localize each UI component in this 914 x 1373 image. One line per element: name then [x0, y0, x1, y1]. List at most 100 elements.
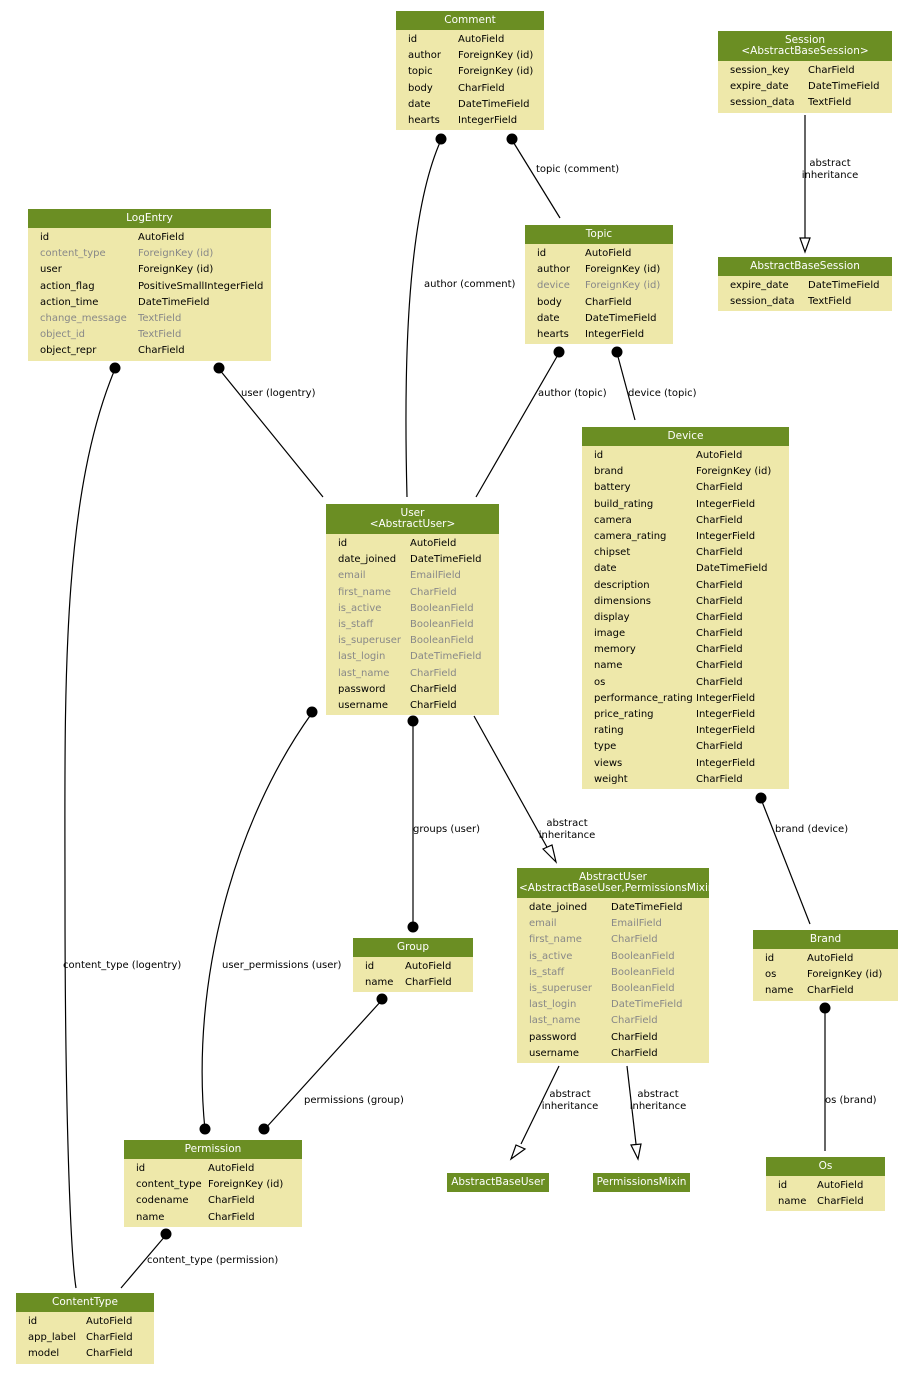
edge-label-brand-device: brand (device) — [775, 824, 848, 835]
model-abstractuser: AbstractUser<AbstractBaseUser,Permission… — [517, 868, 723, 1063]
field-type: CharField — [696, 628, 743, 640]
field-name: id — [778, 1180, 788, 1191]
field-type: CharField — [458, 82, 505, 94]
field-type: BooleanField — [410, 635, 474, 647]
field-name: id — [594, 450, 604, 461]
field-name: id — [765, 953, 775, 964]
fk-dot — [506, 133, 518, 145]
field-type: AutoField — [807, 953, 854, 964]
edge-brand-device — [760, 798, 811, 925]
field-type: CharField — [696, 644, 743, 656]
field-type: DateTimeField — [410, 554, 482, 566]
field-type: CharField — [585, 296, 632, 308]
field-type: PositiveSmallIntegerField — [138, 280, 264, 292]
field-type: IntegerField — [696, 692, 756, 704]
field-type: CharField — [696, 547, 743, 559]
field-type: CharField — [208, 1211, 255, 1223]
field-type: CharField — [807, 985, 854, 997]
field-name: date — [537, 312, 560, 324]
fk-dot — [407, 921, 419, 933]
field-type: CharField — [611, 1031, 658, 1043]
field-type: AutoField — [405, 961, 452, 972]
field-name: is_superuser — [529, 982, 592, 994]
field-type: AutoField — [817, 1180, 864, 1191]
model-header: Device — [582, 427, 789, 446]
field-name: first_name — [338, 586, 391, 598]
edge-label-user-logentry: user (logentry) — [241, 388, 316, 399]
field-type: BooleanField — [611, 966, 675, 978]
field-name: author — [537, 264, 570, 276]
edge-label-line: abstract — [546, 818, 587, 829]
field-name: id — [28, 1316, 38, 1327]
field-name: id — [365, 961, 375, 972]
field-name: dimensions — [594, 595, 652, 607]
model-header: Brand — [753, 930, 898, 949]
field-type: DateTimeField — [585, 312, 657, 324]
field-name: camera — [594, 514, 632, 526]
field-type: AutoField — [138, 232, 185, 243]
model-header: Os — [766, 1157, 885, 1176]
model-subtitle: <AbstractUser> — [369, 518, 456, 530]
field-name: action_time — [40, 296, 99, 308]
model-header: ContentType — [16, 1293, 154, 1312]
field-type: CharField — [138, 345, 185, 357]
edge-label-user-permissions-user: user_permissions (user) — [222, 960, 342, 971]
field-type: ForeignKey (id) — [138, 248, 214, 260]
field-type: DateTimeField — [138, 296, 210, 308]
field-name: codename — [136, 1195, 189, 1207]
inheritance-arrowhead — [630, 1143, 642, 1161]
field-type: CharField — [696, 741, 743, 753]
field-type: DateTimeField — [410, 651, 482, 663]
edge-label-topic-comment: topic (comment) — [536, 164, 619, 175]
field-type: ForeignKey (id) — [208, 1179, 284, 1191]
edge-device-topic — [616, 352, 636, 421]
field-type: IntegerField — [696, 498, 756, 510]
field-type: AutoField — [696, 450, 743, 461]
field-row: id AutoField — [753, 951, 898, 967]
field-type: AutoField — [585, 248, 632, 259]
model-title: Comment — [444, 14, 496, 26]
field-type: DateTimeField — [808, 81, 880, 93]
edge-label-line: abstract — [637, 1089, 678, 1100]
edge-content-type-permission — [120, 1234, 167, 1289]
field-type: IntegerField — [585, 328, 645, 340]
edge-label-line: inheritance — [630, 1101, 687, 1112]
edge-topic-comment — [511, 139, 561, 219]
model-header: LogEntry — [28, 209, 271, 228]
field-type: CharField — [696, 514, 743, 526]
field-name: weight — [594, 773, 628, 785]
field-row: id AutoField — [353, 959, 473, 975]
